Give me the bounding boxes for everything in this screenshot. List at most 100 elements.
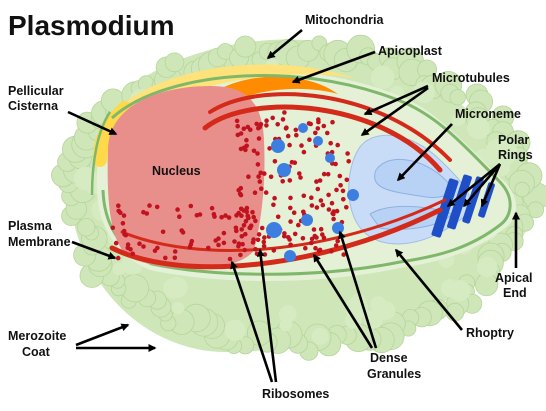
ribosome-dot — [234, 118, 240, 124]
coat-bump — [440, 279, 460, 298]
ribosome-dot — [242, 247, 247, 253]
label-microtubules: Microtubules — [432, 71, 510, 85]
ribosome-dot — [311, 227, 317, 232]
ribosome-dot — [206, 245, 211, 251]
nucleus-shape — [107, 86, 265, 269]
ribosome-dot — [141, 209, 146, 215]
arrow-plasma-membrane — [71, 240, 117, 260]
ribosome-dot — [300, 236, 306, 241]
ribosome-dot — [283, 126, 289, 131]
ribosome-dot — [247, 225, 253, 231]
coat-bump — [112, 262, 126, 276]
microtubule-2 — [208, 92, 452, 162]
ribosome-dot — [226, 215, 232, 220]
ribosome-dot — [316, 117, 321, 122]
ribosome-dot — [216, 242, 221, 248]
coat-bump — [224, 319, 246, 341]
ribosome-dot — [219, 214, 224, 220]
arrow-apicoplast — [291, 50, 376, 84]
ribosome-dot — [255, 162, 261, 167]
apicoplast-shape — [196, 76, 338, 112]
ribosome-dot — [325, 130, 330, 136]
coat-bump — [164, 52, 185, 73]
coat-bump — [279, 319, 292, 332]
ribosome-dot — [345, 151, 350, 156]
ribosome-dot — [341, 197, 346, 202]
ribosome-dot — [118, 210, 123, 215]
dense-granule — [301, 214, 313, 226]
arrow-polar-rings-1 — [446, 162, 501, 208]
ribosome-dot — [334, 208, 340, 214]
ribosome-dot — [188, 203, 194, 209]
ribosome-dot — [236, 187, 241, 193]
microtubules — [109, 92, 452, 270]
ribosome-dot — [335, 142, 341, 148]
ribosome-dot — [257, 179, 263, 184]
coat-bump — [376, 301, 396, 320]
microtubule-4 — [120, 198, 447, 252]
label-coat-line2: Coat — [22, 345, 51, 359]
ribosome-dot — [223, 213, 228, 218]
ribosome-dot — [113, 240, 119, 246]
ribosome-dot — [115, 255, 121, 261]
ribosome-dot — [240, 241, 245, 247]
ribosome-dot — [326, 207, 332, 212]
ribosome-dot — [341, 252, 347, 257]
coat-bump — [514, 181, 530, 198]
ribosome-dot — [333, 161, 338, 167]
ribosome-dot — [130, 251, 135, 257]
ribosome-dot — [268, 174, 274, 180]
label-pellicular-line1: Pellicular — [8, 84, 64, 98]
ribosome-dot — [262, 171, 267, 176]
ribosome-dot — [237, 191, 243, 197]
ribosome-dot — [331, 211, 336, 217]
coat-bump — [311, 327, 329, 345]
ribosome-dot — [262, 235, 267, 240]
ribosome-dot — [329, 249, 334, 254]
ribosome-dot — [256, 232, 262, 237]
ribosome-dot — [244, 137, 249, 143]
ribosome-dot — [275, 122, 281, 127]
dense-granule — [277, 163, 291, 177]
dense-granule — [271, 139, 285, 153]
label-coat-line1: Merozoite — [8, 329, 66, 343]
ribosome-dot — [291, 210, 297, 215]
ribosome-dot — [235, 132, 241, 138]
ribosome-dot — [294, 132, 299, 138]
ribosome-dot — [238, 146, 244, 152]
arrow-ribosomes-2 — [256, 248, 278, 383]
ribosome-dot — [258, 122, 264, 127]
ribosome-dot — [331, 216, 336, 222]
coat-bump — [493, 139, 518, 163]
ribosome-dot — [326, 192, 331, 198]
ribosome-dot — [232, 239, 237, 244]
ribosome-dot — [137, 241, 142, 246]
ribosome-dot — [286, 235, 291, 240]
ribosome-dot — [245, 213, 250, 219]
ribosome-dot — [248, 127, 253, 132]
ribosome-dot — [175, 207, 180, 212]
ribosome-dot — [264, 123, 269, 128]
ribosome-dot — [309, 236, 315, 242]
label-polar-rings-line1: Polar — [498, 133, 529, 147]
ribosome-dot — [250, 209, 255, 215]
ribosome-dot — [313, 130, 318, 136]
dense-granule — [347, 189, 359, 201]
ribosome-dot — [307, 137, 312, 142]
ribosome-dot — [253, 247, 258, 252]
ribosome-dot — [188, 242, 194, 247]
ribosome-dot — [221, 230, 227, 236]
coat-bump — [476, 256, 498, 278]
ribosome-dot — [262, 252, 268, 257]
label-dense-line1: Dense — [370, 351, 408, 365]
ribosome-dot — [272, 195, 277, 201]
ribosome-dot — [261, 239, 267, 245]
ribosome-dot — [141, 244, 146, 249]
dense-granule — [313, 136, 323, 146]
label-plasma-line2: Membrane — [8, 235, 71, 249]
ribosome-dot — [306, 121, 312, 126]
ribosome-dot — [288, 195, 293, 201]
arrow-microtubules-1 — [363, 84, 429, 116]
ribosome-dot — [244, 143, 249, 149]
arrow-microneme — [396, 123, 453, 182]
